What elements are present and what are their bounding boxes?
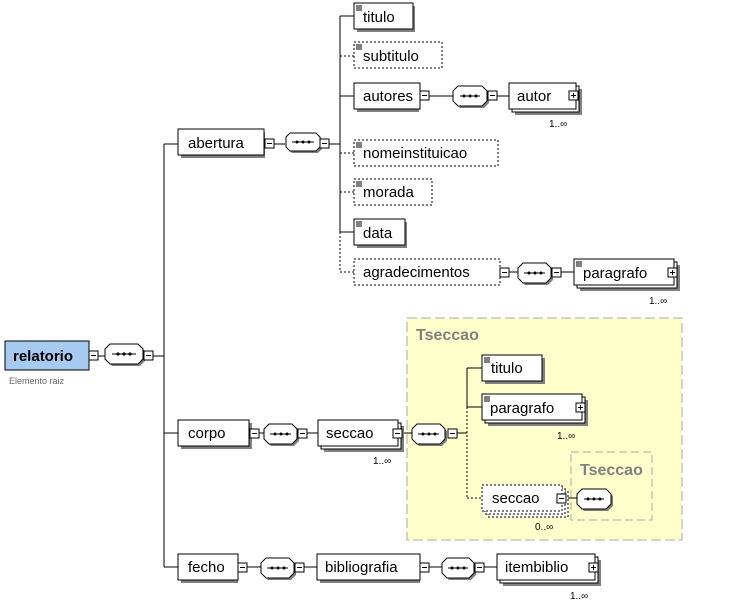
tseccao-sequence-compositor[interactable]	[411, 423, 447, 446]
element-agradecimentos-paragrafo[interactable]: paragrafo	[573, 258, 680, 291]
svg-text:nomeinstituicao: nomeinstituicao	[363, 145, 467, 162]
element-bibliografia[interactable]: bibliografia	[316, 553, 421, 583]
corpo-toggle[interactable]	[249, 428, 260, 439]
svg-text:agradecimentos: agradecimentos	[363, 264, 470, 281]
svg-text:data: data	[363, 225, 393, 242]
autores-sequence-toggle[interactable]	[487, 90, 498, 101]
svg-text:seccao: seccao	[492, 490, 540, 507]
bibliografia-toggle[interactable]	[419, 562, 430, 573]
corpo-seccao-toggle[interactable]	[392, 428, 403, 439]
bibliografia-sequence-compositor[interactable]	[441, 557, 476, 580]
corpo-sequence-compositor[interactable]	[263, 423, 299, 446]
abertura-sequence-toggle[interactable]	[319, 138, 330, 149]
fecho-sequence-compositor[interactable]	[260, 557, 296, 580]
fecho-toggle[interactable]	[237, 562, 248, 573]
corpo-sequence-toggle[interactable]	[297, 428, 308, 439]
svg-text:autores: autores	[363, 88, 413, 105]
element-fecho[interactable]: fecho	[177, 553, 239, 583]
svg-text:subtitulo: subtitulo	[363, 48, 419, 65]
root-element-note: Elemento raiz	[9, 376, 65, 386]
svg-text:morada: morada	[363, 184, 415, 201]
agradecimentos-sequence-compositor[interactable]	[517, 262, 553, 285]
agradecimentos-sequence-toggle[interactable]	[551, 267, 562, 278]
tseccao-seccao-cardinality: 0..∞	[535, 522, 553, 533]
tseccao-type-label: Tseccao	[416, 327, 479, 344]
tseccao-seccao-toggle[interactable]	[556, 493, 567, 504]
abertura-toggle[interactable]	[264, 138, 275, 149]
element-agradecimentos[interactable]: agradecimentos	[353, 258, 501, 286]
element-corpo[interactable]: corpo	[177, 419, 252, 449]
svg-text:autor: autor	[517, 88, 551, 105]
tseccao-paragrafo-expand-toggle[interactable]	[575, 402, 586, 413]
abertura-sequence-compositor[interactable]	[285, 132, 322, 153]
itembiblio-expand-toggle[interactable]	[588, 562, 599, 573]
autores-sequence-compositor[interactable]	[452, 85, 489, 108]
element-data[interactable]: data	[353, 218, 407, 248]
element-autor[interactable]: autor	[508, 82, 582, 115]
element-nomeinstituicao[interactable]: nomeinstituicao	[353, 139, 499, 167]
bibliografia-sequence-toggle[interactable]	[474, 562, 485, 573]
root-collapse-toggle[interactable]	[88, 350, 99, 361]
element-subtitulo[interactable]: subtitulo	[353, 41, 443, 69]
element-itembiblio[interactable]: itembiblio	[496, 553, 601, 586]
svg-text:abertura: abertura	[188, 135, 245, 152]
corpo-seccao-cardinality: 1..∞	[373, 456, 391, 467]
autor-expand-toggle[interactable]	[568, 90, 579, 101]
element-tseccao-titulo[interactable]: titulo	[481, 354, 545, 384]
element-titulo[interactable]: titulo	[353, 2, 415, 32]
root-sequence-compositor[interactable]	[104, 343, 145, 366]
element-morada[interactable]: morada	[353, 178, 433, 206]
svg-text:itembiblio: itembiblio	[505, 559, 568, 576]
root-element-label: relatorio	[13, 348, 73, 365]
element-corpo-seccao[interactable]: seccao	[317, 419, 404, 452]
agradecimentos-toggle[interactable]	[499, 267, 510, 278]
autor-cardinality: 1..∞	[549, 119, 567, 130]
svg-text:paragrafo: paragrafo	[583, 265, 647, 282]
svg-text:titulo: titulo	[491, 360, 523, 377]
svg-text:titulo: titulo	[363, 9, 395, 26]
svg-text:paragrafo: paragrafo	[490, 400, 554, 417]
element-tseccao-seccao[interactable]: seccao	[481, 484, 569, 518]
tseccao-sequence-toggle[interactable]	[447, 428, 458, 439]
agradecimentos-paragrafo-cardinality: 1..∞	[649, 296, 667, 307]
autores-toggle[interactable]	[419, 90, 430, 101]
element-autores[interactable]: autores	[353, 82, 421, 112]
svg-text:bibliografia: bibliografia	[325, 559, 398, 576]
root-sequence-toggle[interactable]	[143, 350, 154, 361]
tseccao-paragrafo-cardinality: 1..∞	[557, 431, 575, 442]
tseccao-inner-type-label: Tseccao	[580, 462, 643, 479]
itembiblio-cardinality: 1..∞	[570, 591, 588, 602]
agradecimentos-paragrafo-expand-toggle[interactable]	[667, 267, 678, 278]
svg-text:seccao: seccao	[326, 425, 374, 442]
svg-text:corpo: corpo	[188, 425, 226, 442]
connector-lines	[98, 15, 577, 568]
tseccao-inner-sequence-compositor[interactable]	[576, 488, 613, 511]
svg-text:fecho: fecho	[188, 559, 225, 576]
element-abertura[interactable]: abertura	[177, 128, 265, 158]
element-tseccao-paragrafo[interactable]: paragrafo	[481, 393, 588, 426]
root-element-relatorio[interactable]: relatorio	[4, 340, 90, 371]
fecho-sequence-toggle[interactable]	[294, 562, 305, 573]
